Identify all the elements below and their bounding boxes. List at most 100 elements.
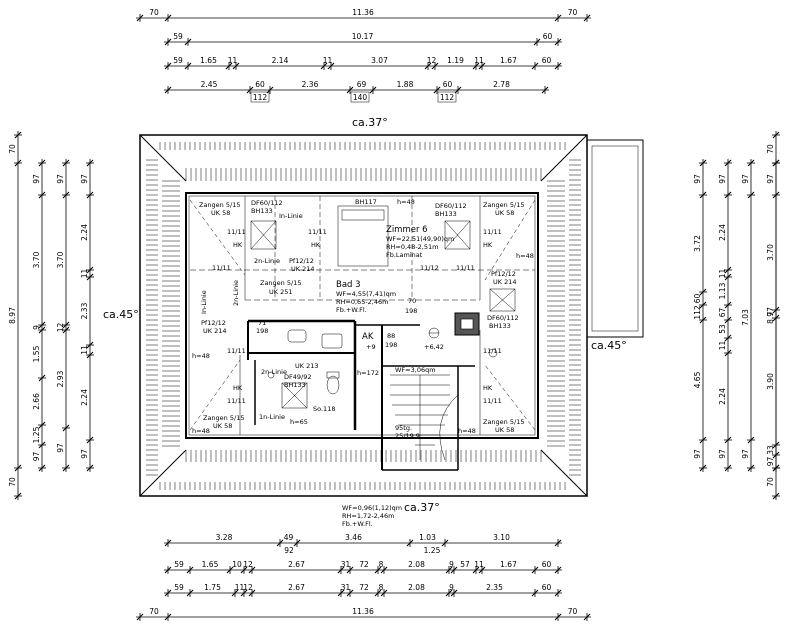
dim-label: 31	[341, 583, 351, 592]
roof-pitch-left: ca.45°	[103, 308, 139, 321]
ak-name: AK	[362, 332, 374, 342]
dim-label: 7	[766, 311, 775, 316]
dim-label: 97	[693, 449, 702, 459]
dim-label: 112	[440, 93, 455, 102]
dim-label: 12	[243, 583, 253, 592]
dim-label: 60	[255, 80, 265, 89]
label: 11/11	[456, 264, 475, 272]
dim-label: 1.75	[204, 583, 221, 592]
label: Zangen 5/15	[260, 279, 301, 287]
stair-area: WF=3,06qm	[395, 366, 436, 374]
dim-label: 72	[359, 583, 369, 592]
dim-label: 9	[449, 583, 454, 592]
bad-floor: Fb.+W.Fl.	[336, 306, 367, 314]
label-vertical: 2n-Linie	[232, 280, 240, 306]
dim-label: 3.07	[371, 56, 388, 65]
dim-label: 1.65	[200, 56, 217, 65]
dim-label: 140	[353, 93, 368, 102]
dim-label: 12	[427, 56, 437, 65]
dim-label: 8	[379, 560, 384, 569]
label: h=48	[397, 198, 415, 206]
dim-label: 60	[693, 294, 702, 304]
dim-label: 97	[718, 449, 727, 459]
dim-label: 60	[543, 32, 553, 41]
dim-label: 11.36	[352, 8, 374, 17]
dim-label: 97	[766, 457, 775, 467]
dim-label: 97	[741, 174, 750, 184]
label: DF60/112	[435, 202, 467, 210]
label: BH117	[355, 198, 377, 206]
dim-label: 1.25	[32, 426, 41, 443]
roof-outline	[139, 134, 644, 497]
label: Pf12/12	[201, 319, 226, 327]
dim-label: 9	[449, 560, 454, 569]
zimmer-name: Zimmer 6	[386, 225, 428, 235]
label: 198	[405, 307, 417, 315]
label: UK 214	[291, 265, 315, 273]
dim-label: 1.67	[500, 560, 517, 569]
label: DF49/92	[284, 373, 311, 381]
dim-label: 2.14	[272, 56, 289, 65]
landing-area: WF=0,96(1,12)qm	[342, 504, 402, 512]
label: BH133	[284, 381, 306, 389]
dim-label: 92	[284, 546, 294, 555]
dim-label: 70	[8, 477, 17, 487]
label: 70	[408, 297, 416, 305]
dim-label: 3.10	[493, 533, 510, 542]
roof-pitch-right: ca.45°	[591, 339, 627, 352]
dim-label: 97	[80, 174, 89, 184]
dim-label: 70	[568, 607, 578, 616]
dim-label: 67	[718, 308, 727, 318]
dim-label: 97	[32, 452, 41, 462]
dim-label: 97	[718, 174, 727, 184]
dim-label: 59	[173, 32, 183, 41]
label: 1n-Linie	[259, 413, 285, 421]
dim-label: 2.24	[718, 388, 727, 405]
dim-label: 2.08	[408, 560, 425, 569]
label: BH133	[489, 322, 511, 330]
label: UK 214	[493, 278, 517, 286]
bad-height: RH=0,65-2,46m	[336, 298, 388, 306]
label: +6,42	[424, 343, 444, 351]
label: UK 251	[269, 288, 293, 296]
dim-label: 59	[174, 583, 184, 592]
dim-label: 60	[443, 80, 453, 89]
dim-label: 2.78	[493, 80, 510, 89]
label: h=48	[516, 252, 534, 260]
dim-label: 1.88	[397, 80, 414, 89]
dim-label: 11	[718, 341, 727, 351]
label: 11/11	[227, 228, 246, 236]
label: h=48	[458, 427, 476, 435]
dim-label: 53	[718, 324, 727, 334]
label: UK 214	[203, 327, 227, 335]
roof-tile-hatching	[146, 142, 581, 490]
label: Zangen 5/15	[203, 414, 244, 422]
label: h=48	[192, 352, 210, 360]
dim-label: 3.46	[345, 533, 362, 542]
dim-label: 1.65	[202, 560, 219, 569]
label: 88	[387, 332, 395, 340]
dim-label: 69	[357, 80, 367, 89]
landing-height: RH=1,72-2,46m	[342, 512, 394, 520]
dim-label: 70	[766, 144, 775, 154]
label: HK	[483, 241, 493, 249]
dim-label: 1.19	[447, 56, 464, 65]
dim-label: 60	[542, 583, 552, 592]
dim-label: 31	[341, 560, 351, 569]
dim-label: 97	[741, 449, 750, 459]
label: h=65	[290, 418, 308, 426]
dim-label: 3.28	[216, 533, 233, 542]
dim-label: 11.36	[352, 607, 374, 616]
label: UK 58	[211, 209, 230, 217]
label: 198	[385, 341, 397, 349]
roof-pitch-top: ca.37°	[352, 116, 388, 129]
dim-label: 97	[56, 174, 65, 184]
